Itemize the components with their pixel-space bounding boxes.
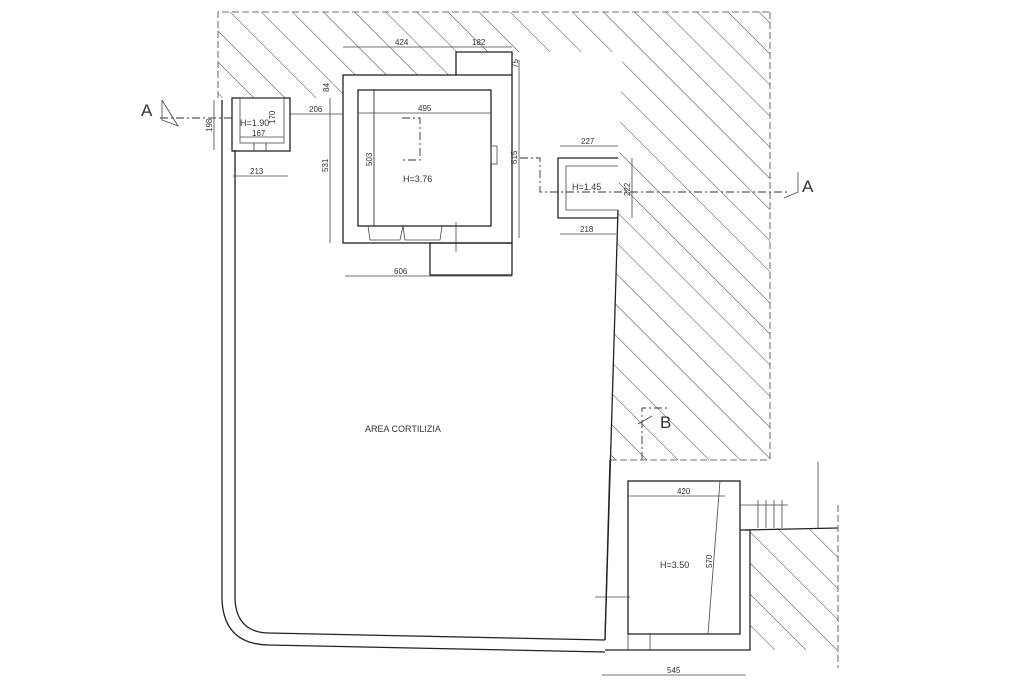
dimension-label: 84 [322,83,331,92]
dimension-label: 198 [205,118,214,132]
dimension-label: 227 [581,137,595,146]
dimension-label: 495 [418,104,432,113]
dimension-lines [213,46,746,676]
dimension-label: 424 [395,38,409,47]
section-b-label: B [660,413,671,432]
dimension-label: 420 [677,487,691,496]
dimension-label: 222 [623,182,632,196]
room-height-label: H=1.45 [572,182,601,192]
room-height-label: H=1.90 [240,118,269,128]
courtyard-label: AREA CORTILIZIA [365,424,441,434]
lower-right-building [595,480,788,651]
dimension-label: 570 [705,554,714,568]
dimension-label: 182 [472,38,486,47]
hatched-area-top [217,11,771,461]
dimension-label: 606 [394,267,408,276]
dimension-label: 218 [580,225,594,234]
room-height-label: H=3.76 [403,174,432,184]
dimension-label: 167 [252,129,266,138]
section-line-b [637,407,668,460]
dimension-label: 213 [250,167,264,176]
dimension-label: 545 [667,666,681,675]
dimension-label: 206 [309,105,323,114]
section-a-right-label: A [802,177,814,196]
dimension-label: 503 [365,152,374,166]
small-room-left [231,97,291,152]
dimension-label: 531 [321,158,330,172]
hatched-area-lower-right [744,462,839,668]
section-a-left-label: A [141,101,153,120]
small-room-right [557,157,618,219]
courtyard-boundary [221,100,619,653]
dimension-label: 615 [510,150,519,164]
dimension-label: 170 [268,110,277,124]
dimension-label: 75 [511,59,520,68]
section-line-a [160,99,799,199]
room-height-label: H=3.50 [660,560,689,570]
